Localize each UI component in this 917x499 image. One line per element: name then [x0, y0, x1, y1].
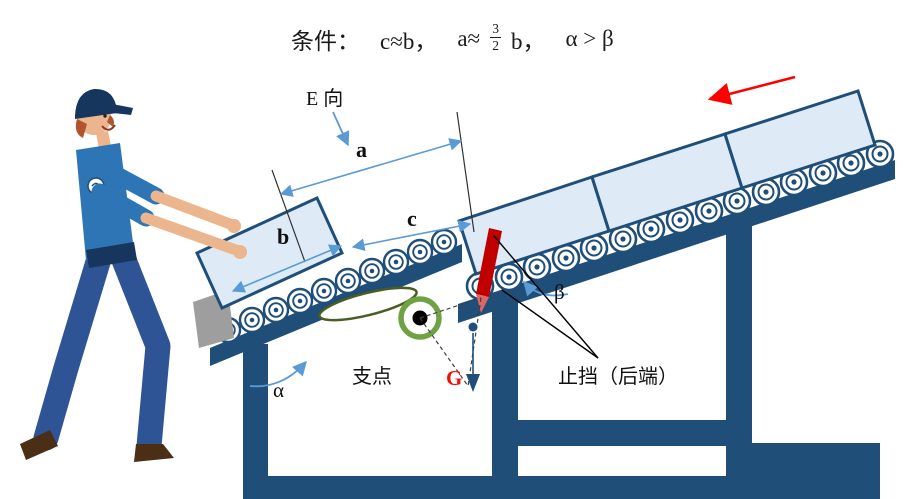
worker-eye [103, 114, 107, 118]
frame-bottom-bar [243, 476, 880, 499]
dim-a-label: a [356, 137, 367, 162]
worker-hair [75, 119, 87, 138]
worker-shoe-back [20, 430, 58, 460]
roller-icon [310, 277, 338, 305]
worker-cap [75, 88, 117, 119]
worker-neck [96, 131, 111, 149]
worker-upper-arm-front [91, 183, 155, 227]
dim-b-label: b [277, 224, 289, 249]
beta-label: β [554, 280, 565, 304]
fraction-three-halves: 3 2 [490, 21, 501, 53]
condition-a-post: b， [510, 29, 546, 54]
worker-leg-back [33, 249, 111, 451]
fraction-numerator: 3 [490, 20, 501, 38]
frame-middle-leg [492, 300, 518, 482]
stopper-body [476, 228, 502, 297]
pivot-handle [318, 286, 418, 322]
dim-c-arrow [351, 219, 472, 252]
condition-c: c≈b， [380, 29, 438, 54]
condition-a-pre: a≈ [457, 26, 481, 51]
main-conveyor-beam [458, 160, 895, 323]
frame-right-leg [726, 226, 752, 482]
condition-prefix: 条件： [291, 29, 360, 54]
flow-direction-arrow [707, 75, 796, 105]
roller-icon [494, 262, 524, 292]
worker-forearm-front [140, 212, 242, 256]
pivot-label: 支点 [352, 365, 392, 388]
dimension-annotations [231, 75, 796, 388]
worker-sideburn [107, 115, 114, 127]
e-direction-label: E 向 [306, 87, 343, 110]
roller-icon [334, 267, 362, 295]
roller-icon [286, 287, 314, 315]
worker-leg-front [111, 247, 171, 459]
roller-icon [430, 228, 458, 256]
worker-smile [101, 124, 116, 131]
stopper-label: 止挡（后端） [558, 365, 678, 388]
main-conveyor [457, 89, 895, 323]
worker-belt [86, 242, 137, 268]
gravity-arrowhead-icon [466, 374, 480, 392]
worker-hand-back [227, 219, 241, 233]
roller-icon [238, 306, 266, 334]
stopper-tip [476, 294, 489, 313]
conveyor-box-3 [723, 89, 877, 190]
fraction-denominator: 2 [492, 37, 499, 53]
dim-a-arrow [279, 138, 463, 197]
roller-icon [382, 248, 410, 276]
frame-left-leg [243, 344, 268, 482]
center-of-gravity-dot [468, 322, 478, 332]
e-direction-arrow [332, 111, 350, 147]
stopper-pointer-line-2 [501, 289, 599, 359]
alpha-label: α [273, 378, 284, 402]
roller-icon [406, 238, 434, 266]
dim-b-arrow [231, 244, 343, 293]
worker-cap-brim [112, 104, 133, 115]
frame-right-base [728, 443, 880, 499]
condition-angles: α > β [565, 26, 614, 51]
gravity-label: G [446, 366, 462, 390]
diagram-labels: E 向 a b c α β 支点 G 止挡（后端） [273, 87, 678, 402]
support-frame [243, 226, 880, 499]
dashed-line-1 [419, 297, 482, 319]
dim-c-label: c [407, 206, 417, 231]
force-annotations [419, 297, 482, 392]
stopper [476, 228, 502, 313]
worker [20, 88, 247, 462]
stopper-pointer-line-1 [493, 235, 599, 359]
worker-shoe-front [134, 444, 174, 462]
frame-cross-brace [518, 420, 726, 446]
roller-icon [262, 296, 290, 324]
alpha-angle-arc [249, 360, 307, 388]
worker-hand-front [233, 245, 247, 259]
roller-icon [358, 257, 386, 285]
condition-title: 条件： c≈b， a≈ 3 2 b， α > β [291, 21, 614, 56]
dashed-line-3 [467, 297, 482, 387]
worker-forearm-back [150, 190, 236, 230]
extension-line-right [456, 111, 475, 233]
